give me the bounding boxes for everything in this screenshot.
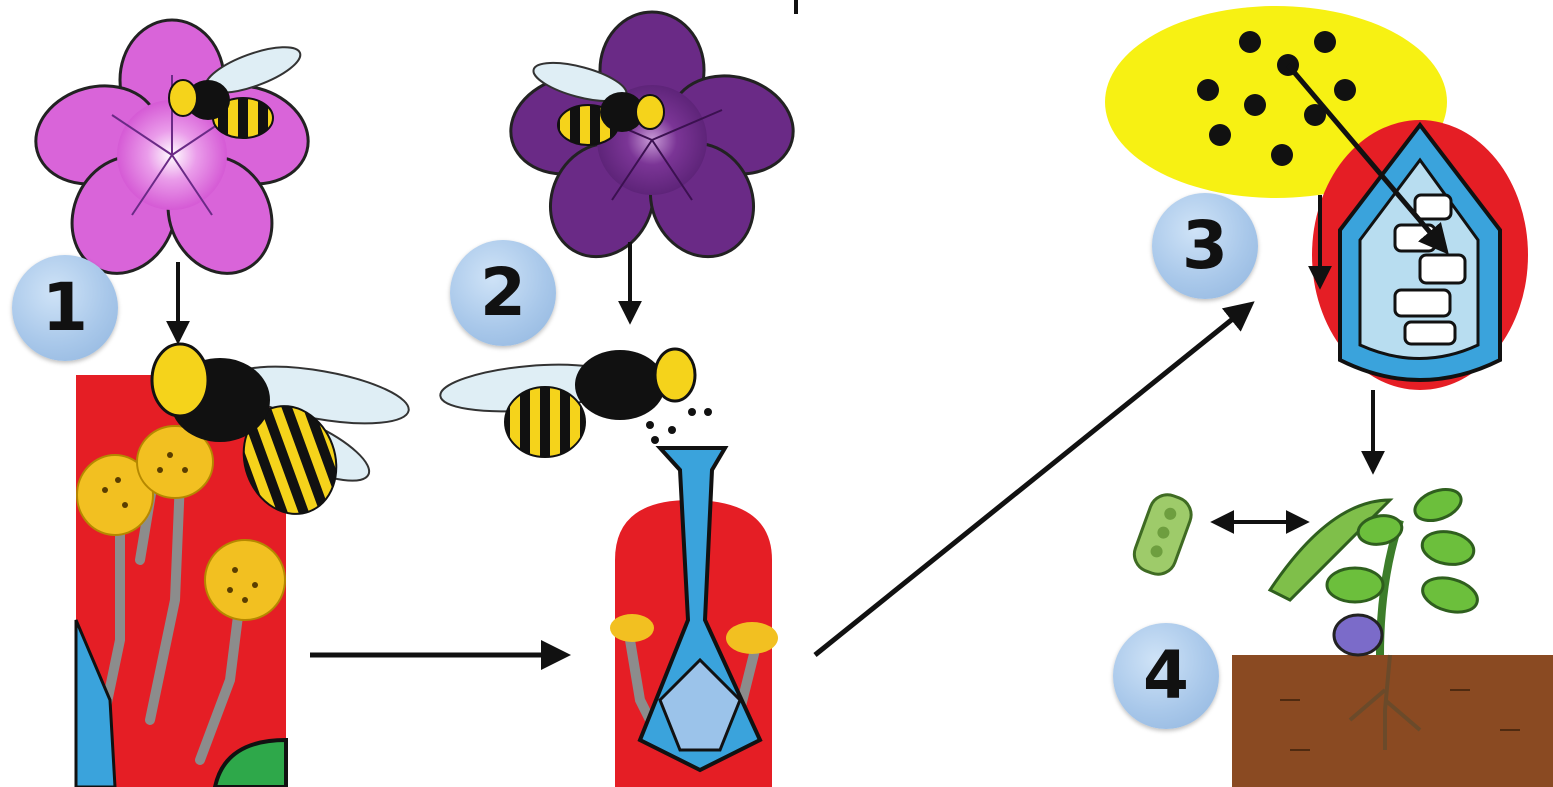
step-badge-2: 2: [450, 240, 556, 346]
step2-to-step3-arrow: [815, 305, 1250, 655]
seed-pod-icon: [1129, 490, 1196, 580]
step-number: 4: [1143, 643, 1189, 709]
pollen-grain-icon: [646, 408, 712, 444]
stigma-closeup: [610, 448, 778, 787]
step-number: 1: [42, 275, 88, 341]
top-line: [794, 0, 798, 14]
step-number: 3: [1182, 213, 1228, 279]
step-badge-4: 4: [1113, 623, 1219, 729]
purple-flower-icon: [500, 12, 805, 274]
step-badge-1: 1: [12, 255, 118, 361]
step-badge-3: 3: [1152, 193, 1258, 299]
ovule-icon: [1312, 120, 1528, 390]
soil: [1232, 655, 1553, 787]
step-number: 2: [480, 260, 526, 326]
